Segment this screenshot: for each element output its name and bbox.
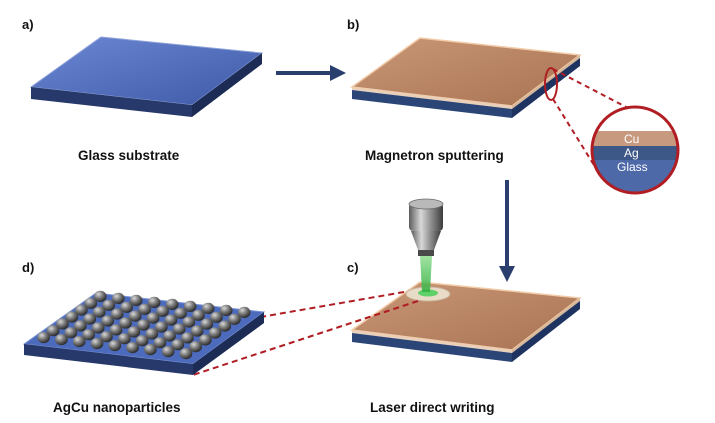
panel-c: c) Laser direct writing bbox=[192, 198, 582, 415]
nanoparticle bbox=[72, 336, 86, 348]
nanoparticle bbox=[138, 303, 151, 315]
nanoparticle bbox=[83, 313, 97, 325]
nanoparticle bbox=[218, 320, 232, 332]
nanoparticle bbox=[37, 332, 50, 344]
nanoparticle bbox=[102, 299, 116, 311]
nanoparticle bbox=[75, 304, 88, 316]
nanoparticle bbox=[174, 307, 187, 319]
nanoparticle bbox=[112, 292, 125, 304]
nanoparticle bbox=[46, 325, 60, 337]
laser-slab bbox=[349, 281, 582, 362]
nanoparticle bbox=[126, 342, 139, 354]
inset-label-glass: Glass bbox=[617, 160, 648, 174]
nanoparticle bbox=[74, 320, 87, 332]
nanoparticle bbox=[165, 298, 179, 310]
glass-substrate-slab bbox=[29, 36, 264, 117]
nanoparticle bbox=[190, 325, 204, 337]
nanoparticle bbox=[200, 318, 214, 330]
panel-b-letter: b) bbox=[347, 17, 359, 32]
panel-d: d) AgCu nanoparticles bbox=[22, 260, 266, 415]
arrow-a-to-b bbox=[276, 65, 346, 81]
panel-a-letter: a) bbox=[22, 17, 34, 32]
nanoparticle bbox=[91, 322, 105, 334]
nanoparticle bbox=[210, 311, 223, 323]
nanoparticle bbox=[100, 331, 113, 343]
panel-c-letter: c) bbox=[347, 260, 359, 275]
nanoparticle bbox=[208, 327, 222, 339]
nanoparticle-array bbox=[37, 290, 251, 360]
nanoparticle bbox=[192, 309, 205, 321]
nanoparticle bbox=[183, 300, 197, 312]
nanoparticle bbox=[199, 334, 212, 346]
nanoparticle bbox=[161, 346, 175, 358]
nanoparticle bbox=[135, 335, 149, 347]
laser-beam bbox=[420, 256, 432, 292]
zoom-dash-lower bbox=[552, 98, 603, 179]
nanoparticle bbox=[120, 301, 133, 313]
nanoparticle bbox=[156, 305, 169, 317]
nanoparticle bbox=[109, 324, 123, 336]
nanoparticle bbox=[127, 326, 141, 338]
panel-a-caption: Glass substrate bbox=[78, 148, 180, 163]
nanoparticle bbox=[128, 310, 142, 322]
nanoparticle bbox=[146, 312, 160, 324]
nanoparticle bbox=[164, 314, 178, 326]
nanoparticle bbox=[173, 323, 186, 335]
zoom-highlight-ellipse bbox=[544, 67, 558, 101]
nanoparticle bbox=[118, 333, 131, 345]
layer-stack-inset: Cu Ag Glass bbox=[590, 105, 680, 195]
panel-c-caption: Laser direct writing bbox=[370, 400, 495, 415]
panel-d-letter: d) bbox=[22, 260, 34, 275]
nanoparticle bbox=[219, 304, 233, 316]
objective-lens-icon bbox=[408, 198, 444, 256]
nanoparticle bbox=[237, 306, 251, 318]
nanoparticle bbox=[189, 341, 202, 353]
inset-label-cu: Cu bbox=[624, 132, 639, 146]
nanoparticle bbox=[82, 329, 95, 341]
panel-d-caption: AgCu nanoparticles bbox=[53, 400, 181, 415]
nanoparticle bbox=[64, 327, 78, 339]
nanoparticle bbox=[153, 337, 167, 349]
nanoparticle bbox=[108, 340, 122, 352]
nanoparticle bbox=[145, 328, 159, 340]
nanoparticle bbox=[179, 348, 193, 360]
nanoparticle bbox=[155, 321, 168, 333]
nanoparticle bbox=[201, 302, 215, 314]
nanoparticle bbox=[163, 330, 176, 342]
nanoparticle bbox=[94, 290, 107, 302]
nanoparticle bbox=[228, 313, 241, 325]
nanoparticle bbox=[171, 339, 185, 351]
nanoparticle bbox=[101, 315, 114, 327]
inset-label-ag: Ag bbox=[624, 146, 639, 160]
nanoparticle bbox=[144, 344, 157, 356]
nanoparticle bbox=[182, 316, 196, 328]
arrow-b-to-c bbox=[499, 180, 515, 282]
nanoparticle bbox=[110, 308, 124, 320]
nanoparticle bbox=[84, 297, 98, 309]
cu-layer bbox=[592, 131, 678, 146]
nanoparticle bbox=[65, 311, 79, 323]
transfer-dash-upper bbox=[214, 291, 405, 326]
ag-layer bbox=[592, 146, 678, 160]
nanoparticle bbox=[55, 334, 68, 346]
nanoparticle bbox=[181, 332, 194, 344]
panel-b: b) Magnetron sputtering bbox=[347, 17, 629, 179]
nanoparticle bbox=[93, 306, 106, 318]
nanoparticle bbox=[129, 294, 143, 306]
panel-a: a) Glass substrate bbox=[22, 17, 264, 163]
zoom-dash-upper bbox=[552, 68, 629, 109]
nanoparticle bbox=[56, 318, 69, 330]
nanoparticle bbox=[147, 296, 161, 308]
nanoparticle bbox=[119, 317, 132, 329]
sputtered-slab bbox=[349, 37, 582, 118]
nanoparticle bbox=[137, 319, 150, 331]
panel-b-caption: Magnetron sputtering bbox=[365, 148, 504, 163]
nanoparticle bbox=[90, 338, 104, 350]
